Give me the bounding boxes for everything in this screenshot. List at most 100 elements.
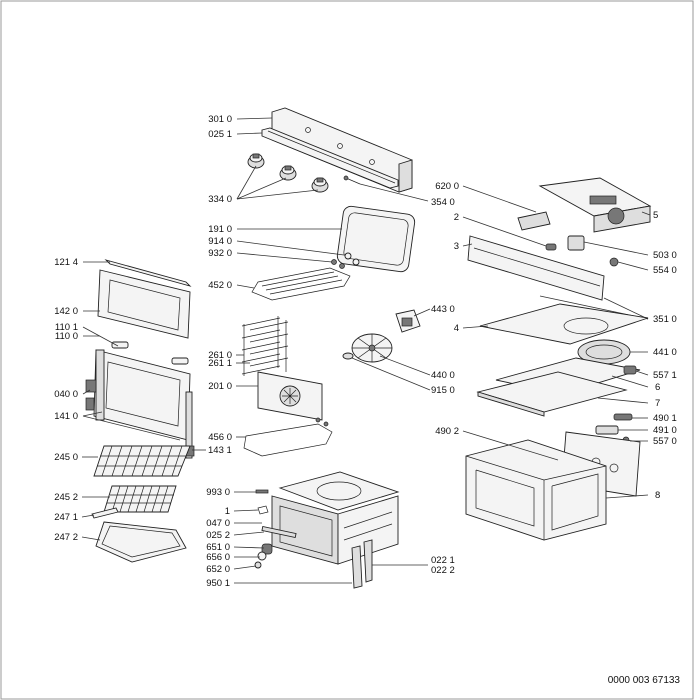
side-panel-hole: [609, 463, 619, 473]
label-245-2: 245 2: [54, 492, 78, 503]
label-443-0: 443 0: [431, 304, 455, 315]
label-4: 4: [454, 323, 459, 334]
label-6: 6: [655, 382, 660, 393]
grill-element-terminal: [331, 259, 337, 265]
leader-line: [462, 430, 559, 461]
wire-shelf-grid: [97, 445, 186, 477]
label-503-0: 503 0: [653, 250, 677, 261]
cavity-seal-strip-part: [261, 525, 297, 539]
side-rack-part: [249, 320, 289, 372]
leader-line: [236, 284, 255, 289]
knob-part: [247, 153, 265, 169]
label-301-0: 301 0: [208, 114, 232, 125]
drawing-reference-number: 0000 003 67133: [608, 675, 681, 686]
label-334-0: 334 0: [208, 194, 232, 205]
door-top-trim-part: [104, 259, 192, 287]
fan-motor-body: [401, 317, 413, 327]
door-clip-part: [85, 397, 95, 411]
spindle-part: [345, 177, 361, 185]
label-620-0: 620 0: [435, 181, 459, 192]
label-247-2: 247 2: [54, 532, 78, 543]
lower-element-terminal: [315, 417, 321, 423]
outer-glass-window: [107, 279, 181, 331]
cavity-inner-group: [236, 316, 333, 457]
label-191-0: 191 0: [208, 224, 232, 235]
rear-cover-circle: [563, 317, 609, 335]
fan-group: [342, 308, 431, 391]
connector-part: [545, 243, 557, 251]
base-plate-edge: [477, 391, 545, 417]
panel-bracket-part: [261, 127, 399, 189]
label-656-0: 656 0: [206, 552, 230, 563]
chassis-frame-inner: [475, 469, 535, 527]
door-strip-part: [363, 539, 373, 583]
knob-part: [311, 177, 329, 193]
labels-layer: 301 0 025 1 334 0 354 0 191 0 914 0 932 …: [54, 114, 680, 686]
label-247-1: 247 1: [54, 512, 78, 523]
cavity-rail: [343, 511, 393, 529]
cavity-group: [233, 471, 428, 589]
door-latch-part: [85, 379, 97, 393]
cavity-side-part: [337, 495, 399, 565]
back-panel-fan-grille: [282, 388, 298, 404]
leader-line: [603, 297, 649, 320]
leader-line: [81, 536, 101, 541]
grill-element-nut: [344, 252, 352, 260]
leader-line: [236, 252, 333, 263]
leader-line: [617, 261, 649, 271]
thermostat-part: [623, 365, 637, 375]
baking-tray-inner: [101, 525, 181, 558]
leader-line: [583, 241, 649, 256]
leader-line: [82, 411, 103, 417]
leader-line: [597, 397, 649, 404]
label-201-0: 201 0: [208, 381, 232, 392]
label-1: 1: [225, 506, 230, 517]
label-047-0: 047 0: [206, 518, 230, 529]
lamp-cover-part: [257, 551, 267, 561]
label-557-1: 557 1: [653, 370, 677, 381]
grill-element-terminal: [339, 263, 345, 269]
leader-line: [351, 357, 431, 391]
terminal-block-part: [517, 211, 551, 231]
knob-part: [279, 165, 297, 181]
door-handle-part: [95, 349, 105, 421]
leader-line: [379, 355, 431, 376]
leader-line: [233, 565, 257, 570]
control-panel-hole: [369, 159, 375, 165]
label-651-0: 651 0: [206, 542, 230, 553]
label-993-0: 993 0: [206, 487, 230, 498]
baking-tray-part: [95, 521, 187, 563]
label-950-1: 950 1: [206, 578, 230, 589]
sensor-part: [609, 257, 619, 267]
chassis-frame-inner: [551, 473, 599, 531]
door-group: [82, 259, 206, 459]
leader-line: [233, 531, 265, 536]
leader-line: [605, 494, 649, 499]
label-652-0: 652 0: [206, 564, 230, 575]
label-110-1: 110 1: [55, 322, 78, 333]
label-141-0: 141 0: [54, 411, 78, 422]
panel-bracket-edge: [267, 130, 396, 184]
label-554-0: 554 0: [653, 265, 677, 276]
door-hinge-part: [111, 341, 129, 349]
leader-line: [236, 177, 287, 200]
leader-line: [462, 243, 473, 247]
label-142-0: 142 0: [54, 306, 78, 317]
label-3: 3: [454, 241, 459, 252]
rear-cover-part: [479, 303, 649, 345]
ring-element-coil: [585, 344, 623, 360]
label-110-0: 110 0: [55, 331, 78, 342]
leader-line: [611, 375, 649, 388]
fan-cooling-part: [607, 207, 625, 225]
relay-block-part: [589, 195, 617, 205]
cavity-top-circle: [316, 481, 362, 501]
label-914-0: 914 0: [208, 236, 232, 247]
switch-holder-part: [595, 425, 619, 435]
leader-line: [236, 189, 319, 200]
lamp-part: [261, 543, 273, 555]
leader-line: [236, 117, 273, 120]
leader-line: [82, 415, 181, 441]
lower-element-part: [243, 423, 333, 457]
outer-glass-part: [97, 269, 191, 339]
